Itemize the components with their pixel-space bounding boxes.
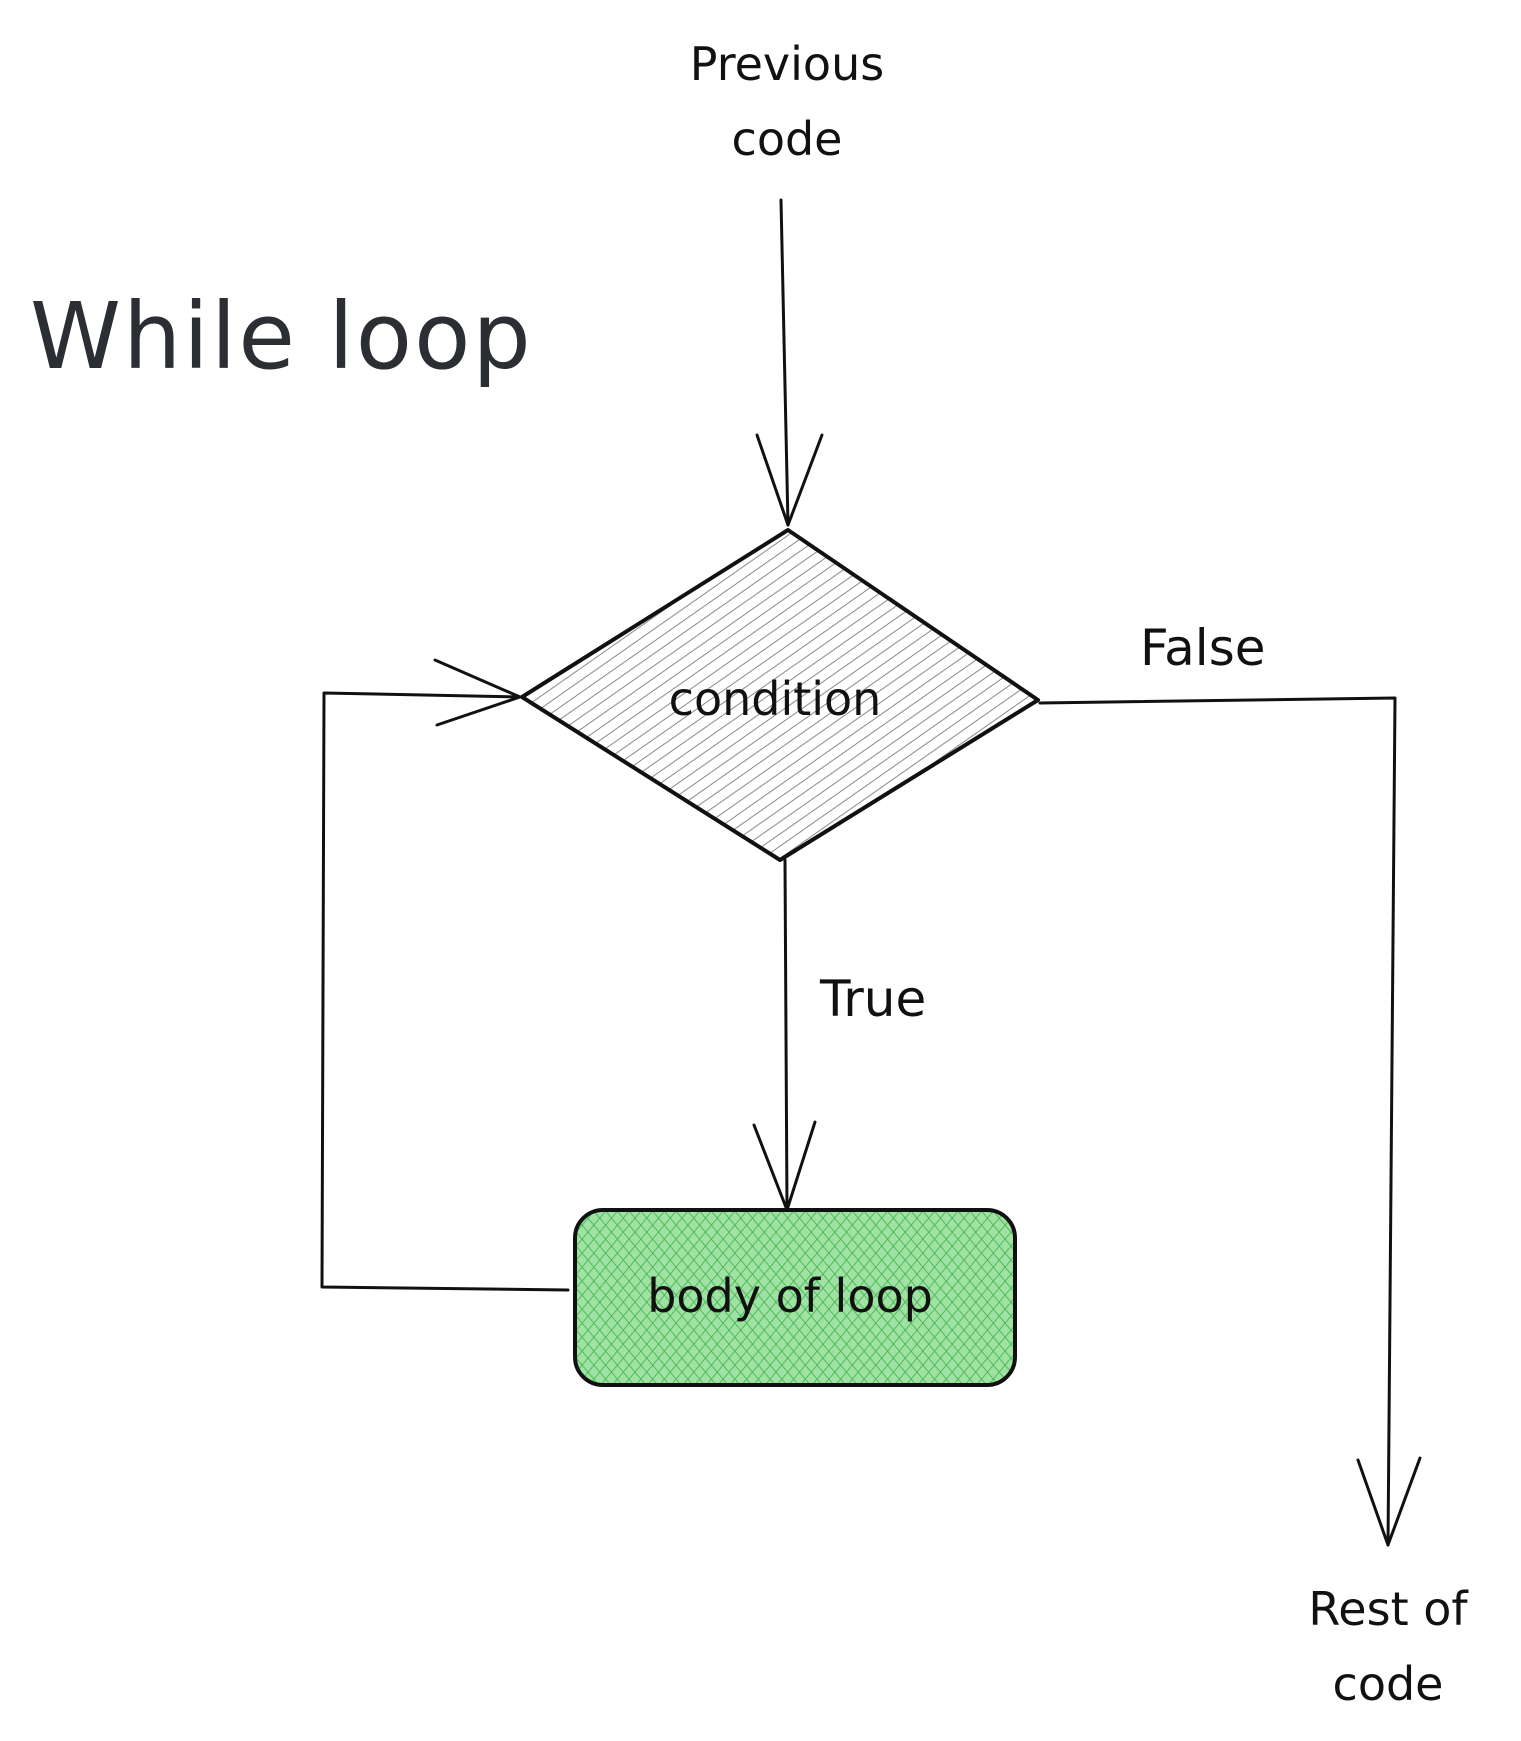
true-edge-label: True <box>819 970 926 1028</box>
end-node-line1: Rest of <box>1308 1582 1469 1636</box>
condition-label: condition <box>669 672 882 726</box>
start-node: Previous code <box>690 37 884 166</box>
condition-node: condition <box>520 528 1040 862</box>
arrow-false-path <box>1038 696 1422 1547</box>
arrow-true-path <box>752 858 817 1212</box>
arrow-loop-back <box>320 658 570 1292</box>
diagram-title: While loop <box>30 283 533 390</box>
body-node: body of loop <box>573 1208 1017 1387</box>
arrow-start-to-condition <box>755 198 824 527</box>
start-node-line2: code <box>732 112 843 166</box>
body-box-hatch-b <box>573 1208 1017 1387</box>
end-node-line2: code <box>1333 1657 1444 1711</box>
start-node-line1: Previous <box>690 37 884 91</box>
end-node: Rest of code <box>1308 1582 1469 1711</box>
body-label: body of loop <box>647 1269 933 1323</box>
condition-diamond <box>520 528 1040 862</box>
false-edge-label: False <box>1140 619 1266 677</box>
